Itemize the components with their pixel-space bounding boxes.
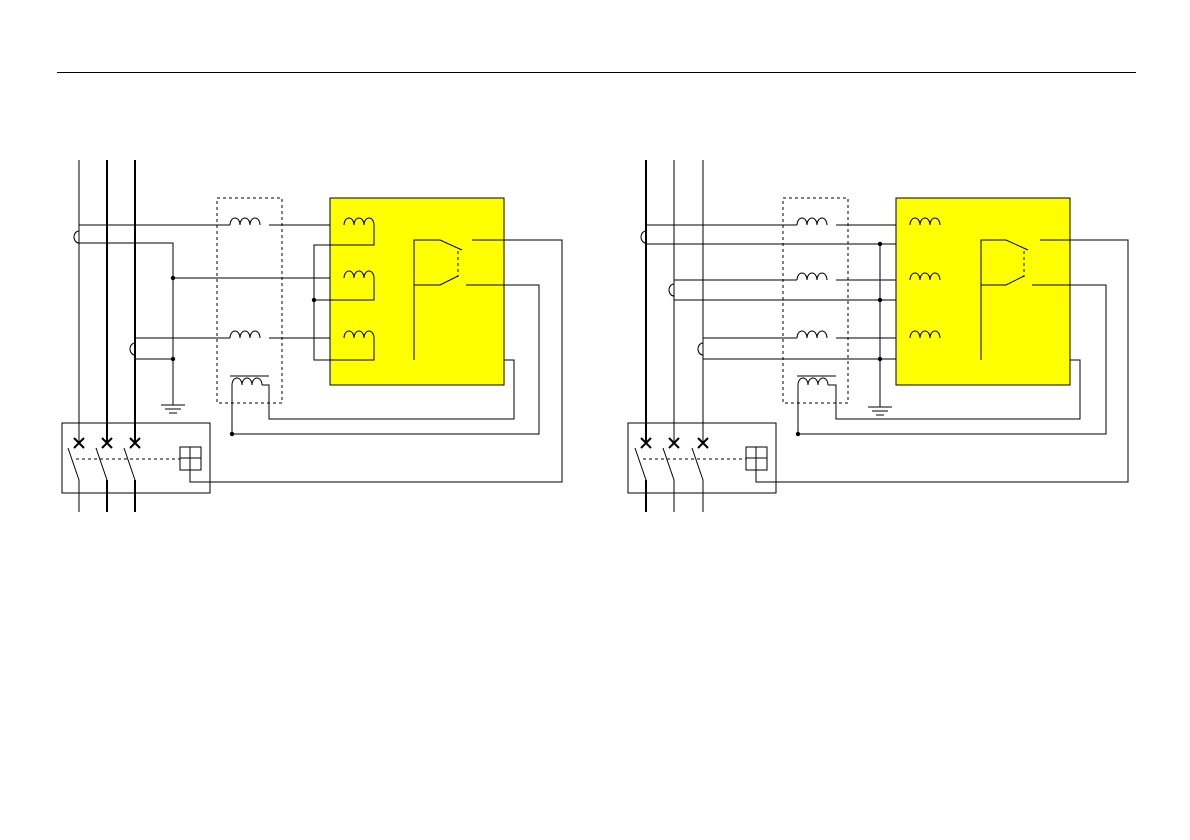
diagram-left <box>62 160 562 512</box>
current-transformer-icon <box>698 343 703 355</box>
ground-icon <box>868 397 892 415</box>
protection-relay-box <box>896 198 1070 385</box>
current-transformer-icon <box>74 231 79 243</box>
circuit-breaker-icon <box>628 423 776 493</box>
diagram-right <box>628 160 1128 512</box>
protection-relay-box <box>330 198 504 385</box>
interposing-ct-box <box>217 198 282 403</box>
ground-icon <box>161 395 185 413</box>
current-transformer-icon <box>669 284 674 296</box>
